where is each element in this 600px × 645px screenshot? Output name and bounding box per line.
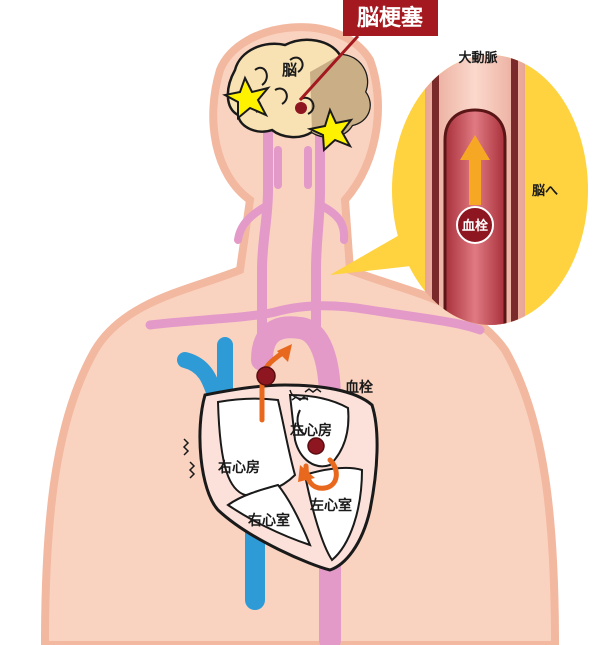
tremor-marks [182, 388, 322, 479]
brain-clot [295, 102, 307, 114]
heart [198, 383, 379, 572]
star-icon [306, 107, 354, 153]
title-label: 脳梗塞 [357, 5, 424, 31]
right-atrium-label: 右心房 [217, 459, 260, 476]
brain-label: 脳 [282, 61, 297, 79]
right-atrium-chamber [216, 397, 297, 497]
star-icon [222, 75, 271, 121]
right-ventricle-label: 右心室 [247, 512, 290, 529]
heart-clot-label: 血栓 [345, 379, 373, 396]
flow-arrow-icon [460, 135, 490, 205]
arrow-right-icon [298, 465, 315, 482]
to-brain-label: 脳へ [532, 184, 558, 199]
arrow-up-icon [277, 344, 292, 362]
arteries [145, 115, 485, 645]
inset-clot-label: 血栓 [462, 218, 488, 234]
infarct-region [310, 55, 370, 137]
aorta-label: 大動脈 [458, 50, 497, 66]
symptom-stars [222, 75, 354, 153]
left-ventricle-label: 左心室 [309, 497, 352, 514]
left-atrium-label: 左心房 [289, 422, 332, 439]
right-ventricle-chamber [226, 483, 312, 547]
left-ventricle-chamber [303, 466, 364, 562]
heart-clot-upper [256, 366, 276, 386]
left-atrium-chamber [288, 393, 350, 468]
inset-clot [456, 206, 494, 244]
title-banner: 脳梗塞 [298, 0, 438, 102]
heart-clot-lower [307, 437, 325, 455]
aorta-callout: 血栓 大動脈 脳へ [330, 50, 588, 325]
